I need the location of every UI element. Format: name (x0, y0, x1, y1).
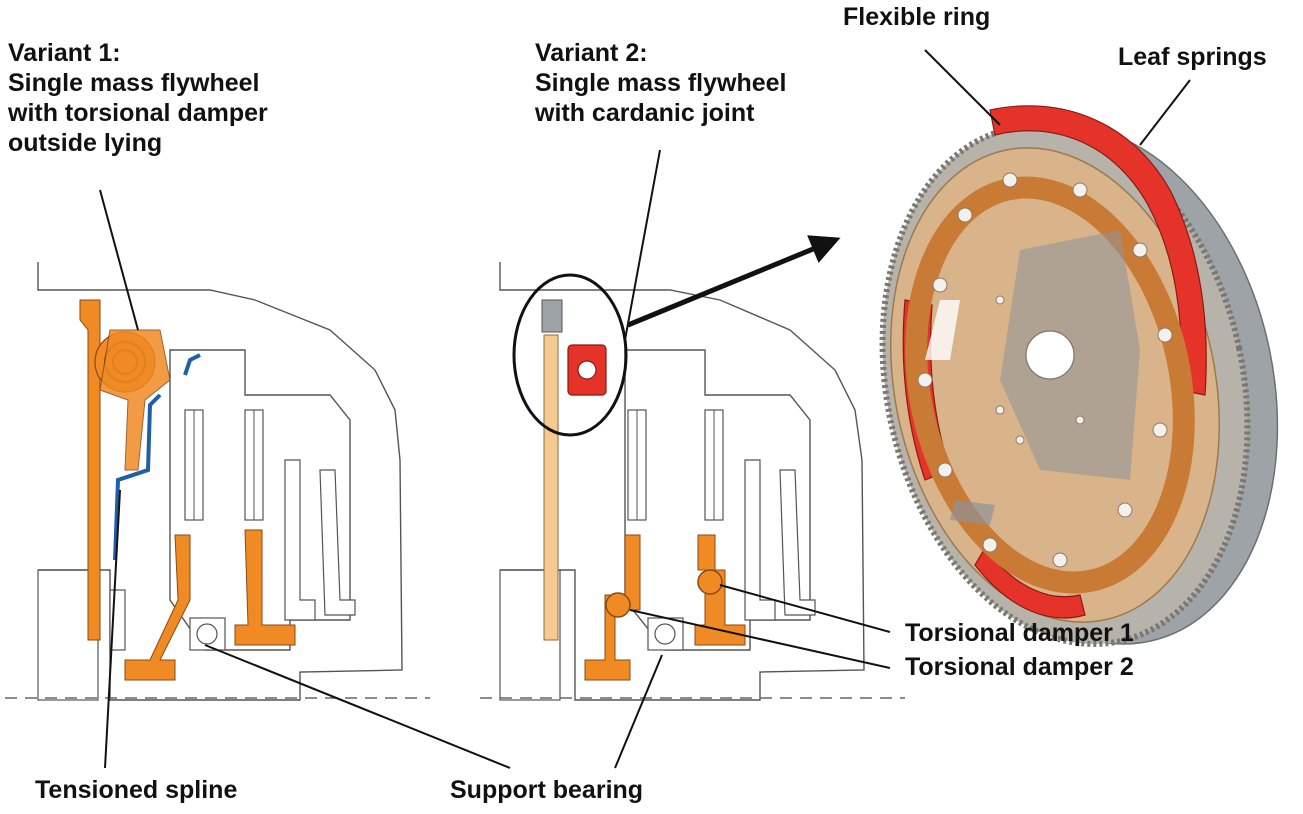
variant1-label-line1: Variant 1: (8, 39, 121, 67)
leader-leaf-springs (1139, 79, 1191, 146)
variant1-hub-2 (234, 529, 296, 646)
leaf-springs-bottom (974, 546, 1086, 619)
variant1-label-line4: outside lying (8, 129, 163, 157)
variant2-bearing-ball (654, 623, 676, 645)
variant2-torsional-damper-1 (697, 569, 723, 595)
variant2-release-lever (744, 459, 816, 621)
variant2-cross-section (480, 262, 905, 701)
variant2-label-line1: Variant 2: (535, 39, 648, 67)
variant1-label: Variant 1: Single mass flywheel with tor… (8, 38, 268, 158)
flexible-ring-label: Flexible ring (843, 3, 991, 31)
tensioned-spline-label: Tensioned spline (35, 776, 238, 804)
variant1-cross-section (5, 262, 430, 701)
leader-torsional-damper-2 (629, 609, 891, 669)
variant1-label-line3: with torsional damper (8, 99, 268, 127)
variant2-joint-pin (577, 360, 597, 380)
variant1-bearing-ball (196, 623, 218, 645)
callout-lines (99, 49, 1191, 769)
leaf-springs-label: Leaf springs (1118, 43, 1267, 71)
arrow-to-flywheel (627, 235, 841, 328)
leader-flexible-ring (924, 49, 1001, 126)
variant2-housing-outline (499, 262, 865, 701)
flywheel-center-hole (1025, 330, 1075, 380)
support-bearing-label: Support bearing (450, 776, 644, 804)
variant2-hub-2 (694, 534, 746, 646)
variant2-torsional-damper-2 (605, 592, 631, 618)
variant2-label-line3: with cardanic joint (535, 99, 755, 127)
leader-support-bearing-1 (204, 644, 511, 769)
torsional-damper-1-label: Torsional damper 1 (905, 619, 1134, 647)
torsional-damper-2-label: Torsional damper 2 (905, 653, 1134, 681)
leader-variant1 (99, 189, 139, 331)
variant2-highlight-ellipse (512, 273, 628, 437)
variant1-label-line2: Single mass flywheel (8, 69, 260, 97)
variant2-flex-plate (543, 334, 559, 641)
flexible-ring-bolts (917, 172, 1173, 568)
variant2-crankshaft-block (499, 569, 561, 701)
flywheel-cutout (950, 500, 995, 525)
variant2-support-bearing (647, 617, 684, 651)
variant1-housing-outline (37, 262, 403, 701)
variant1-blue-part (113, 393, 162, 561)
leader-support-bearing-2 (614, 654, 663, 769)
leader-tensioned-spline (104, 489, 121, 769)
variant1-damper-arm (99, 329, 171, 471)
flexible-ring (905, 176, 1195, 594)
leader-torsional-damper-1 (719, 584, 891, 633)
variant1-blue-part-top (183, 353, 201, 376)
variant2-label: Variant 2: Single mass flywheel with car… (535, 38, 787, 128)
variant2-label-line2: Single mass flywheel (535, 69, 787, 97)
variant2-top-block (541, 299, 563, 333)
flywheel-small-holes (995, 295, 1085, 445)
variant1-flywheel (79, 299, 101, 641)
leader-variant2 (624, 149, 661, 341)
variant1-hub-1 (124, 534, 191, 681)
variant1-release-lever (284, 459, 356, 621)
leaf-springs-band (989, 105, 1207, 396)
variant1-support-bearing (189, 617, 226, 651)
flywheel-illustration (879, 105, 1279, 647)
flywheel-cutout (925, 300, 960, 360)
